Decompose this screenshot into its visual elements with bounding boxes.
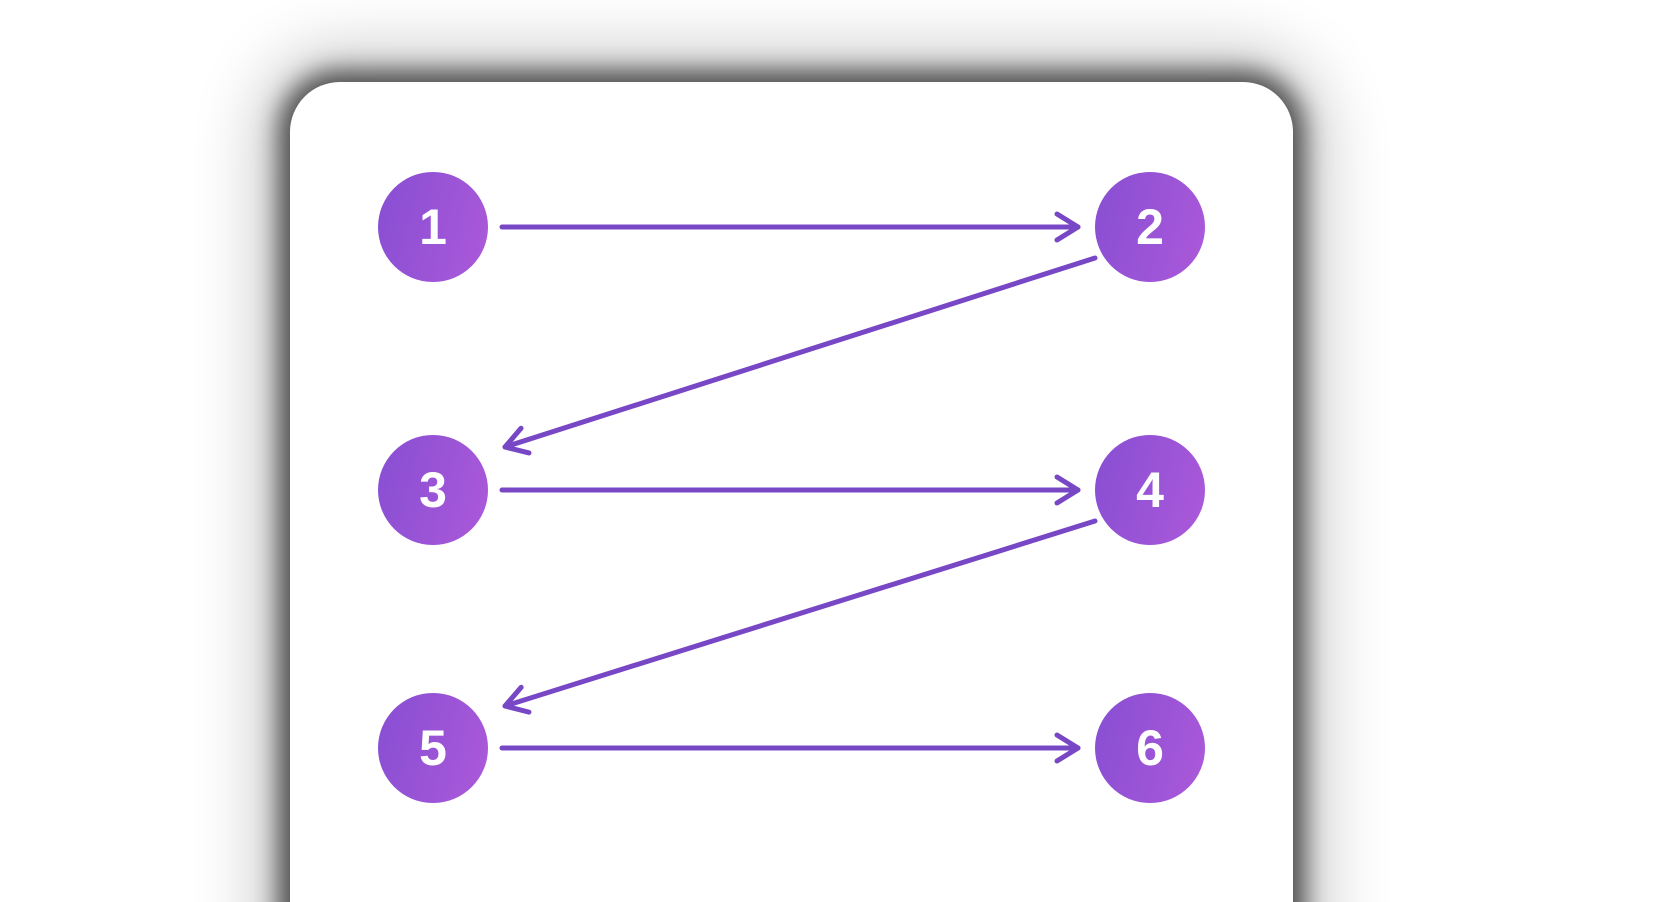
node-4: 4 — [1095, 435, 1205, 545]
node-1: 1 — [378, 172, 488, 282]
node-1-label: 1 — [419, 199, 447, 255]
node-4-label: 4 — [1136, 462, 1164, 518]
node-2: 2 — [1095, 172, 1205, 282]
node-3-label: 3 — [419, 462, 447, 518]
node-3: 3 — [378, 435, 488, 545]
node-2-label: 2 — [1136, 199, 1164, 255]
node-5: 5 — [378, 693, 488, 803]
node-6-label: 6 — [1136, 720, 1164, 776]
node-6: 6 — [1095, 693, 1205, 803]
node-5-label: 5 — [419, 720, 447, 776]
